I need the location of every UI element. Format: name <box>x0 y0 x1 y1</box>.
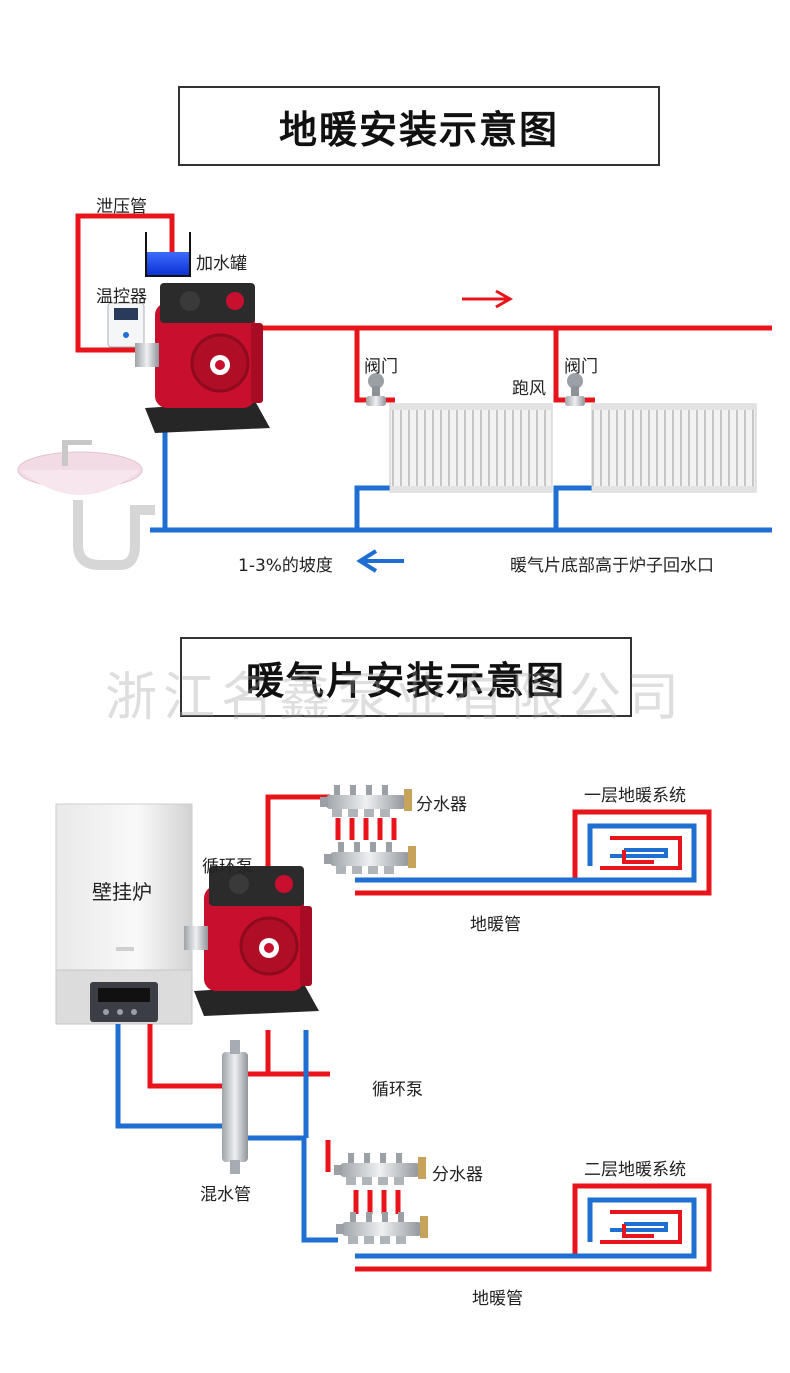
fill-tank <box>145 232 191 277</box>
manifold-bottom-return <box>336 1212 428 1244</box>
return-flow-arrow-icon <box>356 549 404 573</box>
boiler-label: 壁挂炉 <box>92 880 152 904</box>
fill-tank-label: 加水罐 <box>196 254 247 274</box>
wall-boiler <box>55 803 193 1025</box>
manifold-bottom-supply <box>334 1153 426 1185</box>
circulation-pump-2 <box>182 864 321 1018</box>
floor-pipe-top-label: 地暖管 <box>470 915 521 935</box>
relief-pipe-label: 泄压管 <box>96 197 147 217</box>
mixing-pipe <box>222 1040 248 1174</box>
valve-2 <box>565 373 585 406</box>
pump-bottom-label: 循环泵 <box>372 1080 423 1100</box>
radiator-2 <box>591 403 757 493</box>
cold-pipes-2 <box>115 823 697 1259</box>
thermostat-label: 温控器 <box>96 287 147 307</box>
slope-label: 1-3%的坡度 <box>238 556 333 576</box>
radiator-note-label: 暖气片底部高于炉子回水口 <box>510 556 714 576</box>
radiator-1 <box>389 403 553 493</box>
sink <box>17 440 155 570</box>
diagram1-title-box: 地暖安装示意图 <box>178 86 660 166</box>
diagram2-title-box: 暖气片安装示意图 <box>180 637 632 717</box>
floor2-coil <box>600 1210 682 1244</box>
thermostat <box>107 302 145 348</box>
manifold-top-return <box>324 842 416 874</box>
manifold-top-label: 分水器 <box>416 795 467 815</box>
hot-pipes-2 <box>147 794 712 1272</box>
circulation-pump-1 <box>133 281 272 435</box>
diagram2-title: 暖气片安装示意图 <box>245 658 566 703</box>
floor2-label: 二层地暖系统 <box>584 1160 686 1180</box>
floor-pipe-bottom-label: 地暖管 <box>472 1289 523 1309</box>
mixing-pipe-label: 混水管 <box>200 1185 251 1205</box>
hot-flow-arrow-icon <box>462 289 514 309</box>
pump-top-label: 循环泵 <box>202 857 253 877</box>
valve-1 <box>366 373 386 406</box>
valve-2-label: 阀门 <box>564 357 598 377</box>
floor1-coil <box>600 836 682 870</box>
diagram1-title: 地暖安装示意图 <box>278 107 559 152</box>
floor1-label: 一层地暖系统 <box>584 786 686 806</box>
air-vent-label: 跑风 <box>512 379 546 399</box>
valve-1-label: 阀门 <box>364 357 398 377</box>
manifold-top-supply <box>320 785 412 817</box>
manifold-bottom-label: 分水器 <box>432 1165 483 1185</box>
